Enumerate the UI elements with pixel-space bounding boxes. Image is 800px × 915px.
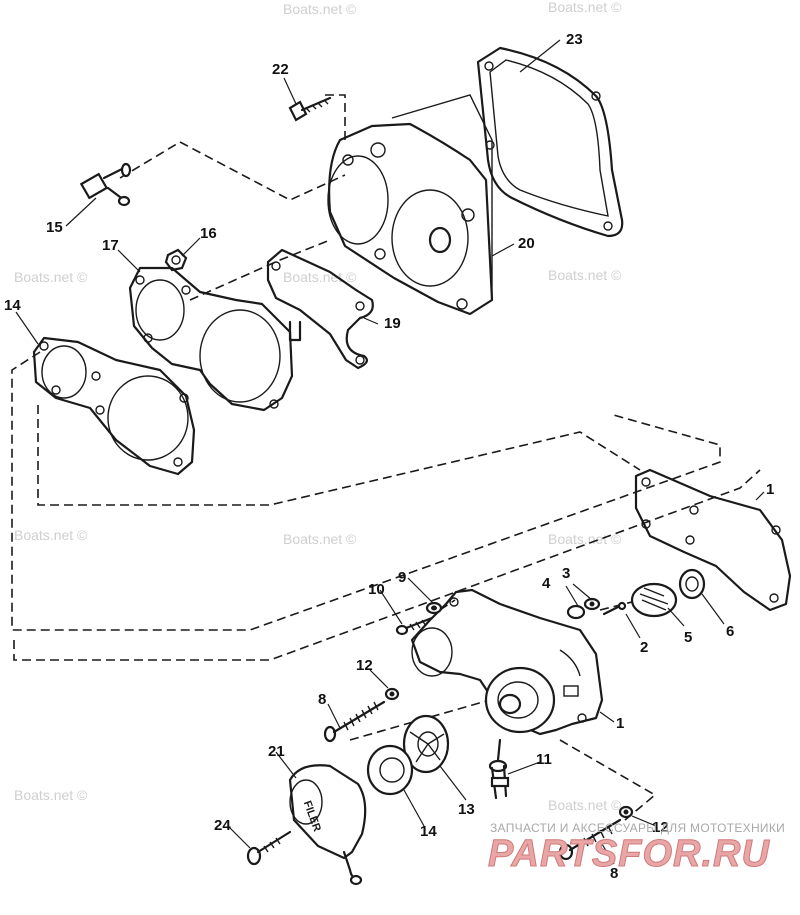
assembly-line-screw22 bbox=[325, 94, 346, 140]
washer-12b bbox=[618, 805, 634, 819]
washer-14 bbox=[366, 744, 414, 796]
gasket-1 bbox=[634, 468, 792, 612]
callout-3: 3 bbox=[562, 565, 570, 582]
bolt-8 bbox=[323, 700, 386, 743]
watermark: Boats.net © bbox=[14, 787, 88, 803]
pump-body-1 bbox=[410, 588, 604, 736]
assembly-line-outer bbox=[13, 469, 761, 661]
brand-subtitle: ЗАПЧАСТИ И АКСЕССУАРЫ ДЛЯ МОТОТЕХНИКИ bbox=[490, 821, 785, 835]
watermark: Boats.net © bbox=[14, 527, 88, 543]
leader-lines bbox=[15, 39, 765, 865]
callout-21: 21 bbox=[268, 743, 285, 760]
callout-24: 24 bbox=[214, 817, 231, 834]
washer-12 bbox=[384, 687, 400, 701]
callout-18: 16 bbox=[200, 225, 217, 242]
callout-12-mid: 12 bbox=[356, 657, 373, 674]
gasket-23 bbox=[476, 46, 624, 238]
seal-6 bbox=[678, 568, 706, 600]
fitting-11 bbox=[488, 738, 510, 800]
callout-17: 17 bbox=[102, 237, 119, 254]
watermark: Boats.net © bbox=[548, 0, 622, 15]
callout-labels: 23 22 15 16 17 14 19 20 1 4 3 2 5 6 10 9… bbox=[4, 31, 774, 882]
pump-cover-20 bbox=[327, 94, 494, 316]
brand-name: PARTSFOR.RU bbox=[488, 833, 770, 875]
watermark: Boats.net © bbox=[283, 269, 357, 285]
callout-5: 5 bbox=[684, 629, 692, 646]
screw-10 bbox=[395, 616, 434, 636]
callout-4: 4 bbox=[542, 575, 551, 592]
callout-9: 9 bbox=[398, 569, 406, 586]
washer-3 bbox=[583, 597, 601, 611]
assembly-line-mid bbox=[189, 239, 331, 301]
nut-18 bbox=[164, 248, 188, 272]
housing-17 bbox=[128, 266, 302, 412]
washer-9 bbox=[425, 601, 443, 615]
screw-22 bbox=[288, 96, 332, 122]
callout-23: 23 bbox=[566, 31, 583, 48]
assembly-line-top bbox=[119, 141, 346, 201]
impeller-13 bbox=[402, 714, 450, 774]
cap-21: FILER bbox=[288, 764, 367, 886]
watermark: Boats.net © bbox=[548, 267, 622, 283]
fitting-15 bbox=[79, 162, 132, 207]
callout-12-bottom: 12 bbox=[652, 819, 669, 836]
callout-2: 2 bbox=[640, 639, 648, 656]
gasket-16 bbox=[32, 336, 196, 476]
bolt-24 bbox=[246, 830, 292, 866]
watermark: Boats.net © bbox=[548, 531, 622, 547]
plate-19 bbox=[266, 248, 374, 370]
callout-15: 15 bbox=[46, 219, 63, 236]
watermark: Boats.net © bbox=[14, 269, 88, 285]
clip-4 bbox=[566, 604, 586, 620]
callout-6: 6 bbox=[726, 623, 734, 640]
brand-watermark: ЗАПЧАСТИ И АКСЕССУАРЫ ДЛЯ МОТОТЕХНИКИ PA… bbox=[488, 821, 785, 876]
callout-8-bottom: 8 bbox=[610, 865, 618, 882]
thermostat-5 bbox=[630, 582, 678, 618]
callout-8-left: 8 bbox=[318, 691, 326, 708]
callout-10: 10 bbox=[368, 581, 385, 598]
callout-11: 11 bbox=[536, 751, 552, 768]
callout-13: 13 bbox=[458, 801, 475, 818]
callout-22: 22 bbox=[272, 61, 289, 78]
watermark: Boats.net © bbox=[548, 797, 622, 813]
watermark: Boats.net © bbox=[283, 531, 357, 547]
assembly-line-left bbox=[11, 351, 721, 631]
assembly-line-bolt8b bbox=[559, 739, 657, 821]
bolt-8b bbox=[558, 818, 622, 861]
callout-19: 19 bbox=[384, 315, 401, 332]
assembly-line-inner bbox=[37, 405, 641, 506]
callout-1-top: 1 bbox=[766, 481, 774, 498]
callout-20: 20 bbox=[518, 235, 535, 252]
callout-1-body: 1 bbox=[616, 715, 624, 732]
callout-14: 14 bbox=[420, 823, 437, 840]
callout-16: 14 bbox=[4, 297, 21, 314]
screw-2 bbox=[602, 601, 627, 616]
watermark: Boats.net © bbox=[283, 1, 357, 17]
watermarks: Boats.net © Boats.net © Boats.net © Boat… bbox=[14, 0, 622, 813]
